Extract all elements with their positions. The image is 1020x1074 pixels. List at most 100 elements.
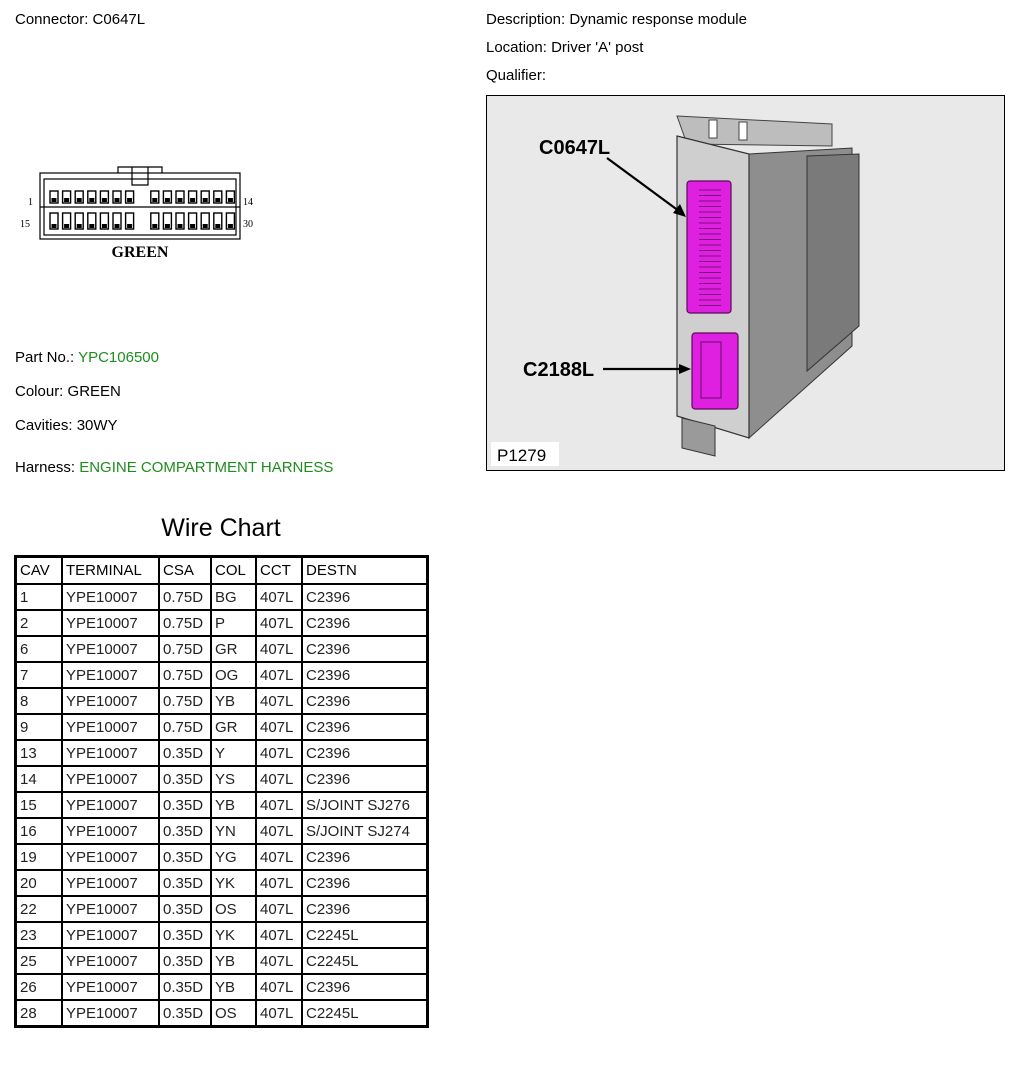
callout-c0647l: C0647L xyxy=(539,137,610,159)
cell-csa: 0.35D xyxy=(158,817,212,845)
cell-csa: 0.75D xyxy=(158,583,212,611)
cell-destn: S/JOINT SJ274 xyxy=(301,817,429,845)
cell-cct: 407L xyxy=(255,687,303,715)
cell-col: Y xyxy=(210,739,257,767)
harness-label: Harness: xyxy=(15,459,76,476)
cell-cav: 15 xyxy=(14,791,63,819)
cell-destn: C2396 xyxy=(301,973,429,1001)
cell-cav: 25 xyxy=(14,947,63,975)
cell-cct: 407L xyxy=(255,817,303,845)
cell-cct: 407L xyxy=(255,947,303,975)
cell-terminal: YPE10007 xyxy=(61,869,160,897)
connector-label: Connector: xyxy=(15,11,89,28)
cell-terminal: YPE10007 xyxy=(61,687,160,715)
cell-terminal: YPE10007 xyxy=(61,921,160,949)
col-cav: CAV xyxy=(14,555,63,585)
pin-label-30: 30 xyxy=(243,219,253,230)
cell-csa: 0.35D xyxy=(158,791,212,819)
cell-cct: 407L xyxy=(255,973,303,1001)
wire-chart-title: Wire Chart xyxy=(161,514,281,542)
cell-destn: C2396 xyxy=(301,739,429,767)
cell-col: YB xyxy=(210,791,257,819)
cell-col: OG xyxy=(210,661,257,689)
connector-face-diagram: 1 14 15 30 GREEN xyxy=(20,166,253,261)
part-no-field: Part No.: YPC106500 xyxy=(15,349,159,366)
cell-cct: 407L xyxy=(255,583,303,611)
cell-csa: 0.35D xyxy=(158,895,212,923)
cell-terminal: YPE10007 xyxy=(61,583,160,611)
part-no-link[interactable]: YPC106500 xyxy=(78,349,159,366)
cell-col: YS xyxy=(210,765,257,793)
cell-cct: 407L xyxy=(255,791,303,819)
qualifier-field: Qualifier: xyxy=(486,67,546,84)
cell-destn: S/JOINT SJ276 xyxy=(301,791,429,819)
cell-terminal: YPE10007 xyxy=(61,635,160,663)
cell-col: YK xyxy=(210,869,257,897)
cell-cct: 407L xyxy=(255,661,303,689)
cell-csa: 0.35D xyxy=(158,947,212,975)
harness-field: Harness: ENGINE COMPARTMENT HARNESS xyxy=(15,459,333,476)
cell-csa: 0.75D xyxy=(158,609,212,637)
cell-col: YN xyxy=(210,817,257,845)
cell-cct: 407L xyxy=(255,895,303,923)
cell-cav: 6 xyxy=(14,635,63,663)
location-field: Location: Driver 'A' post xyxy=(486,39,643,56)
harness-link[interactable]: ENGINE COMPARTMENT HARNESS xyxy=(79,459,334,476)
cell-terminal: YPE10007 xyxy=(61,791,160,819)
col-cct: CCT xyxy=(255,555,303,585)
cell-cav: 2 xyxy=(14,609,63,637)
qualifier-label: Qualifier: xyxy=(486,67,547,84)
cell-col: YB xyxy=(210,947,257,975)
cell-destn: C2245L xyxy=(301,947,429,975)
cell-col: GR xyxy=(210,713,257,741)
cell-cct: 407L xyxy=(255,921,303,949)
cell-col: YB xyxy=(210,973,257,1001)
cell-csa: 0.35D xyxy=(158,973,212,1001)
col-csa: CSA xyxy=(158,555,212,585)
pin-label-14: 14 xyxy=(243,197,253,208)
cell-col: GR xyxy=(210,635,257,663)
col-destn: DESTN xyxy=(301,555,429,585)
cell-cav: 23 xyxy=(14,921,63,949)
cell-cct: 407L xyxy=(255,999,303,1028)
cell-col: OS xyxy=(210,999,257,1028)
cell-terminal: YPE10007 xyxy=(61,895,160,923)
cavities-label: Cavities: xyxy=(15,417,73,434)
cell-csa: 0.35D xyxy=(158,843,212,871)
cell-destn: C2245L xyxy=(301,921,429,949)
connector-color-label: GREEN xyxy=(112,244,169,261)
cell-terminal: YPE10007 xyxy=(61,739,160,767)
cell-destn: C2396 xyxy=(301,713,429,741)
location-label: Location: xyxy=(486,39,547,56)
cell-destn: C2396 xyxy=(301,895,429,923)
cell-col: P xyxy=(210,609,257,637)
cell-csa: 0.75D xyxy=(158,713,212,741)
table-header-row: CAV TERMINAL CSA COL CCT DESTN xyxy=(14,555,429,585)
cell-terminal: YPE10007 xyxy=(61,973,160,1001)
cell-cct: 407L xyxy=(255,765,303,793)
cell-csa: 0.75D xyxy=(158,687,212,715)
part-no-label: Part No.: xyxy=(15,349,75,366)
cell-csa: 0.35D xyxy=(158,921,212,949)
cell-destn: C2396 xyxy=(301,687,429,715)
cell-csa: 0.75D xyxy=(158,661,212,689)
cell-cav: 7 xyxy=(14,661,63,689)
cell-cav: 20 xyxy=(14,869,63,897)
colour-label: Colour: xyxy=(15,383,64,400)
connector-c0647l-shape xyxy=(686,180,732,314)
description-value: Dynamic response module xyxy=(569,11,747,28)
connector-value: C0647L xyxy=(92,11,146,28)
